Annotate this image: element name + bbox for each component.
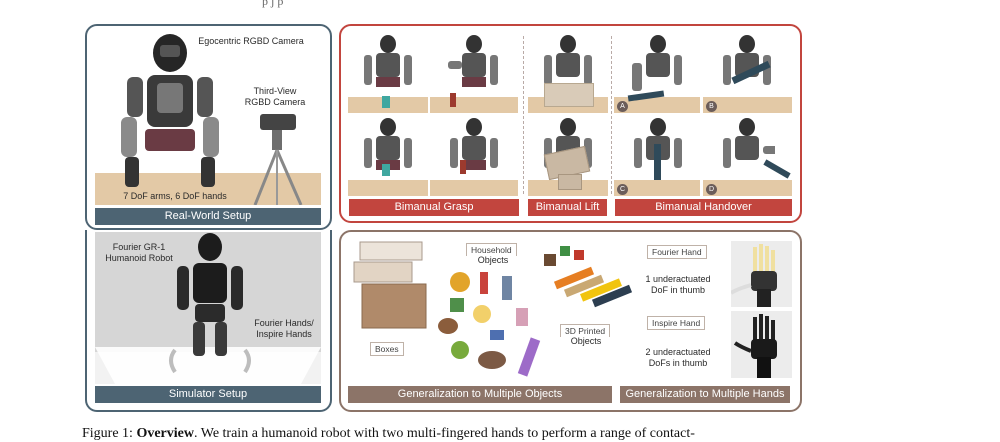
household-objects-illustration <box>438 272 541 377</box>
fourier-hand-photo <box>731 241 792 307</box>
printed-objects-illustration <box>544 246 632 308</box>
marker-a: A <box>617 101 628 112</box>
simulator-setup-bar: Simulator Setup <box>95 386 321 403</box>
bimanual-lift-bar: Bimanual Lift <box>528 199 607 216</box>
handover-photo-b <box>703 33 792 113</box>
bimanual-handover-bar: Bimanual Handover <box>615 199 792 216</box>
third-view-camera-label-2: RGBD Camera <box>244 97 306 107</box>
fourier-hand-label: Fourier Hand <box>647 245 707 259</box>
caption-prefix: Figure 1: <box>82 426 137 441</box>
fourier-desc-2: DoF in thumb <box>650 285 706 295</box>
simulator-photo: Fourier GR-1 Humanoid Robot Fourier Hand… <box>95 232 321 384</box>
fourier-desc-1: 1 underactuated <box>645 274 711 284</box>
marker-b: B <box>706 101 717 112</box>
printed-label-2: Objects <box>570 336 602 346</box>
real-robot-icon <box>121 34 219 187</box>
real-world-setup-bar: Real-World Setup <box>95 208 321 225</box>
marker-c: C <box>617 184 628 195</box>
household-label-2: Objects <box>477 255 509 265</box>
generalization-hands-bar: Generalization to Multiple Hands <box>620 386 790 403</box>
lift-photo-2 <box>528 116 608 196</box>
grasp-photo-4 <box>430 116 518 196</box>
marker-d: D <box>706 184 717 195</box>
fourier-gr1-label-2: Humanoid Robot <box>105 253 173 263</box>
third-view-camera-label-1: Third-View <box>253 86 297 96</box>
grasp-photo-1 <box>348 33 428 113</box>
bimanual-grasp-bar: Bimanual Grasp <box>349 199 519 216</box>
grasp-photo-2 <box>430 33 518 113</box>
inspire-desc-2: DoFs in thumb <box>648 358 708 368</box>
sim-robot-icon <box>169 233 251 374</box>
dof-label: 7 DoF arms, 6 DoF hands <box>123 191 227 201</box>
boxes-illustration <box>353 241 427 329</box>
egocentric-camera-label: Egocentric RGBD Camera <box>198 36 304 46</box>
inspire-desc-1: 2 underactuated <box>645 347 711 357</box>
tripod-camera-icon <box>253 114 303 205</box>
generalization-objects-bar: Generalization to Multiple Objects <box>348 386 612 403</box>
handover-photo-a <box>614 33 700 113</box>
handover-photo-c <box>614 116 700 196</box>
handover-photo-d <box>703 116 792 196</box>
caption-bold: Overview <box>136 426 194 441</box>
printed-label-1: 3D Printed <box>560 324 611 337</box>
figure-caption: Figure 1: Overview. We train a humanoid … <box>82 426 695 442</box>
inspire-hand-photo <box>731 311 792 378</box>
grasp-photo-3 <box>348 116 428 196</box>
hands-label-1: Fourier Hands/ <box>254 318 314 328</box>
lift-photo-1 <box>528 33 608 113</box>
fourier-gr1-label-1: Fourier GR-1 <box>112 242 166 252</box>
inspire-hand-label: Inspire Hand <box>647 316 706 330</box>
top-caption-fragment: p j p <box>262 0 284 8</box>
hands-label-2: Inspire Hands <box>256 329 312 339</box>
real-world-photo: Egocentric RGBD Camera Third-View RGBD C… <box>95 33 321 205</box>
boxes-label: Boxes <box>370 342 404 356</box>
caption-rest: . We train a humanoid robot with two mul… <box>193 426 695 441</box>
household-label-1: Household <box>466 243 517 256</box>
